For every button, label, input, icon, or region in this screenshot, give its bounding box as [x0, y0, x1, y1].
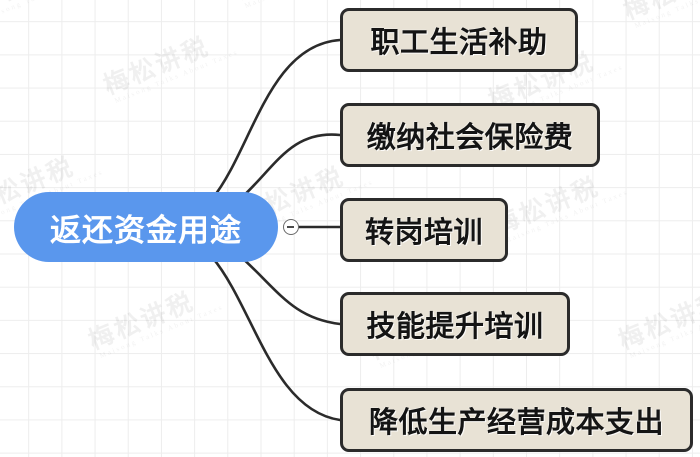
collapse-toggle-icon[interactable]: [283, 219, 299, 235]
branch-node-label: 降低生产经营成本支出: [368, 405, 664, 439]
branch-node-label: 职工生活补助: [370, 25, 548, 59]
connector-line: [210, 38, 342, 201]
branch-node[interactable]: 职工生活补助: [340, 8, 578, 72]
connector-line: [237, 133, 342, 202]
root-node[interactable]: 返还资金用途: [14, 192, 278, 262]
branch-node-label: 转岗培训: [364, 215, 483, 249]
branch-node-label: 缴纳社会保险费: [366, 120, 574, 154]
connector-line: [238, 254, 342, 326]
connector-line: [210, 255, 342, 422]
root-node-label: 返还资金用途: [50, 212, 242, 249]
branch-node[interactable]: 技能提升培训: [340, 292, 570, 356]
branch-node[interactable]: 降低生产经营成本支出: [340, 388, 693, 452]
branch-node[interactable]: 转岗培训: [340, 198, 508, 262]
branch-node[interactable]: 缴纳社会保险费: [340, 103, 600, 167]
branch-node-label: 技能提升培训: [366, 309, 544, 343]
